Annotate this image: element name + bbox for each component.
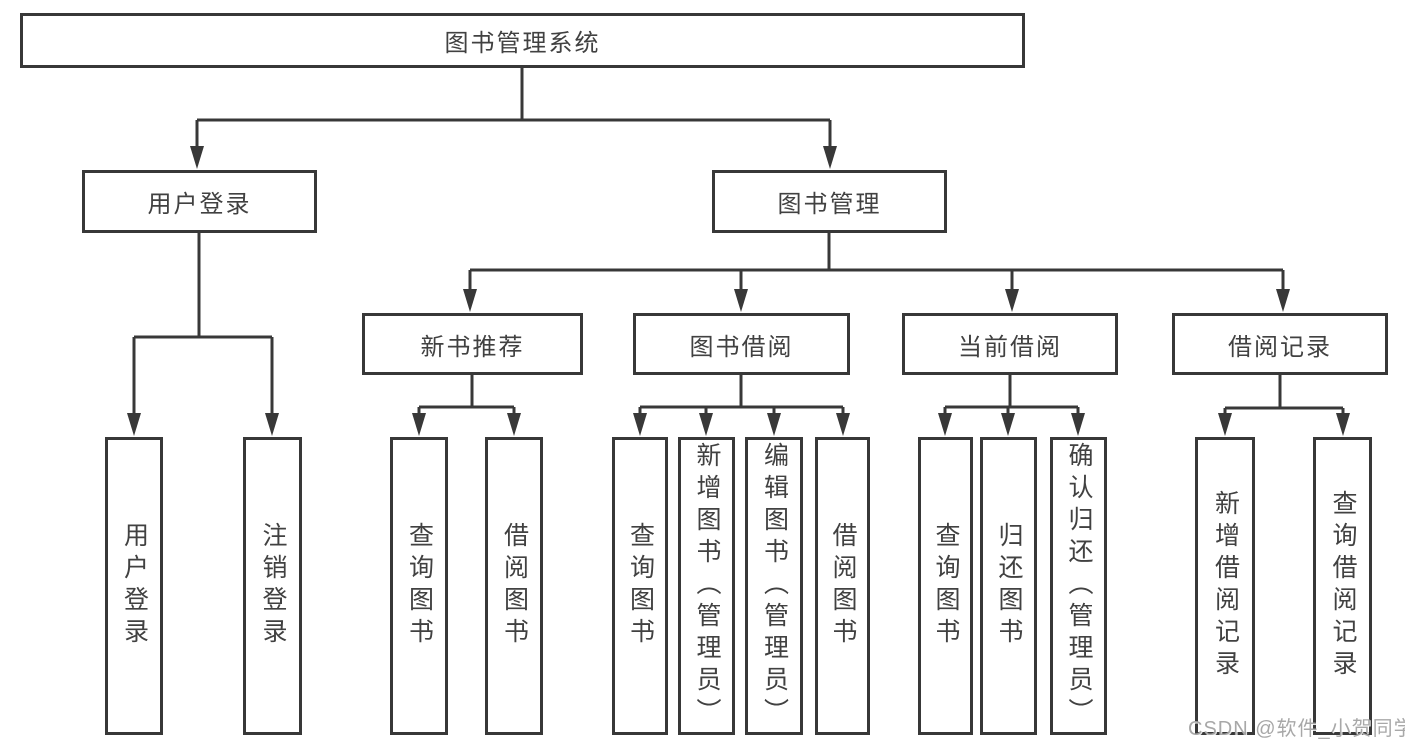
leaf-rec-query-books: 查询图书 bbox=[390, 437, 448, 735]
node-current-borrow: 当前借阅 bbox=[902, 313, 1118, 375]
node-new-book-rec-label: 新书推荐 bbox=[420, 333, 525, 361]
node-book-mgmt: 图书管理 bbox=[712, 170, 947, 233]
leaf-login-label: 用户登录 bbox=[120, 522, 149, 650]
node-root: 图书管理系统 bbox=[20, 13, 1025, 68]
leaf-bb-query-books: 查询图书 bbox=[612, 437, 668, 735]
node-book-borrow-label: 图书借阅 bbox=[689, 333, 794, 361]
leaf-bb-edit-books-label: 编辑图书（管理员） bbox=[760, 442, 789, 730]
leaf-br-add-record: 新增借阅记录 bbox=[1195, 437, 1255, 735]
leaf-rec-borrow-books-label: 借阅图书 bbox=[500, 522, 529, 650]
leaf-login: 用户登录 bbox=[105, 437, 163, 735]
node-book-mgmt-label: 图书管理 bbox=[777, 191, 882, 218]
node-borrow-records: 借阅记录 bbox=[1172, 313, 1388, 375]
leaf-bb-add-books: 新增图书（管理员） bbox=[678, 437, 735, 735]
node-book-borrow: 图书借阅 bbox=[633, 313, 850, 375]
leaf-bb-edit-books: 编辑图书（管理员） bbox=[745, 437, 803, 735]
node-borrow-records-label: 借阅记录 bbox=[1228, 333, 1332, 361]
leaf-cb-query-books: 查询图书 bbox=[918, 437, 973, 735]
leaf-rec-query-books-label: 查询图书 bbox=[405, 522, 434, 650]
leaf-logout: 注销登录 bbox=[243, 437, 302, 735]
leaf-cb-confirm-return: 确认归还（管理员） bbox=[1050, 437, 1107, 735]
leaf-bb-borrow-books: 借阅图书 bbox=[815, 437, 870, 735]
leaf-rec-borrow-books: 借阅图书 bbox=[485, 437, 543, 735]
node-user-login-label: 用户登录 bbox=[147, 191, 252, 218]
leaf-bb-query-books-label: 查询图书 bbox=[626, 522, 655, 650]
node-root-label: 图书管理系统 bbox=[444, 30, 601, 57]
node-new-book-rec: 新书推荐 bbox=[362, 313, 583, 375]
leaf-cb-return-books: 归还图书 bbox=[980, 437, 1037, 735]
leaf-br-add-record-label: 新增借阅记录 bbox=[1211, 490, 1240, 682]
leaf-logout-label: 注销登录 bbox=[259, 522, 287, 650]
leaf-bb-add-books-label: 新增图书（管理员） bbox=[693, 442, 721, 730]
leaf-bb-borrow-books-label: 借阅图书 bbox=[829, 522, 857, 650]
leaf-br-query-record-label: 查询借阅记录 bbox=[1329, 490, 1357, 682]
node-current-borrow-label: 当前借阅 bbox=[958, 333, 1062, 361]
leaf-cb-return-books-label: 归还图书 bbox=[995, 522, 1023, 650]
node-user-login: 用户登录 bbox=[82, 170, 317, 233]
leaf-cb-query-books-label: 查询图书 bbox=[932, 522, 960, 650]
leaf-cb-confirm-return-label: 确认归还（管理员） bbox=[1065, 442, 1093, 730]
leaf-br-query-record: 查询借阅记录 bbox=[1313, 437, 1372, 735]
